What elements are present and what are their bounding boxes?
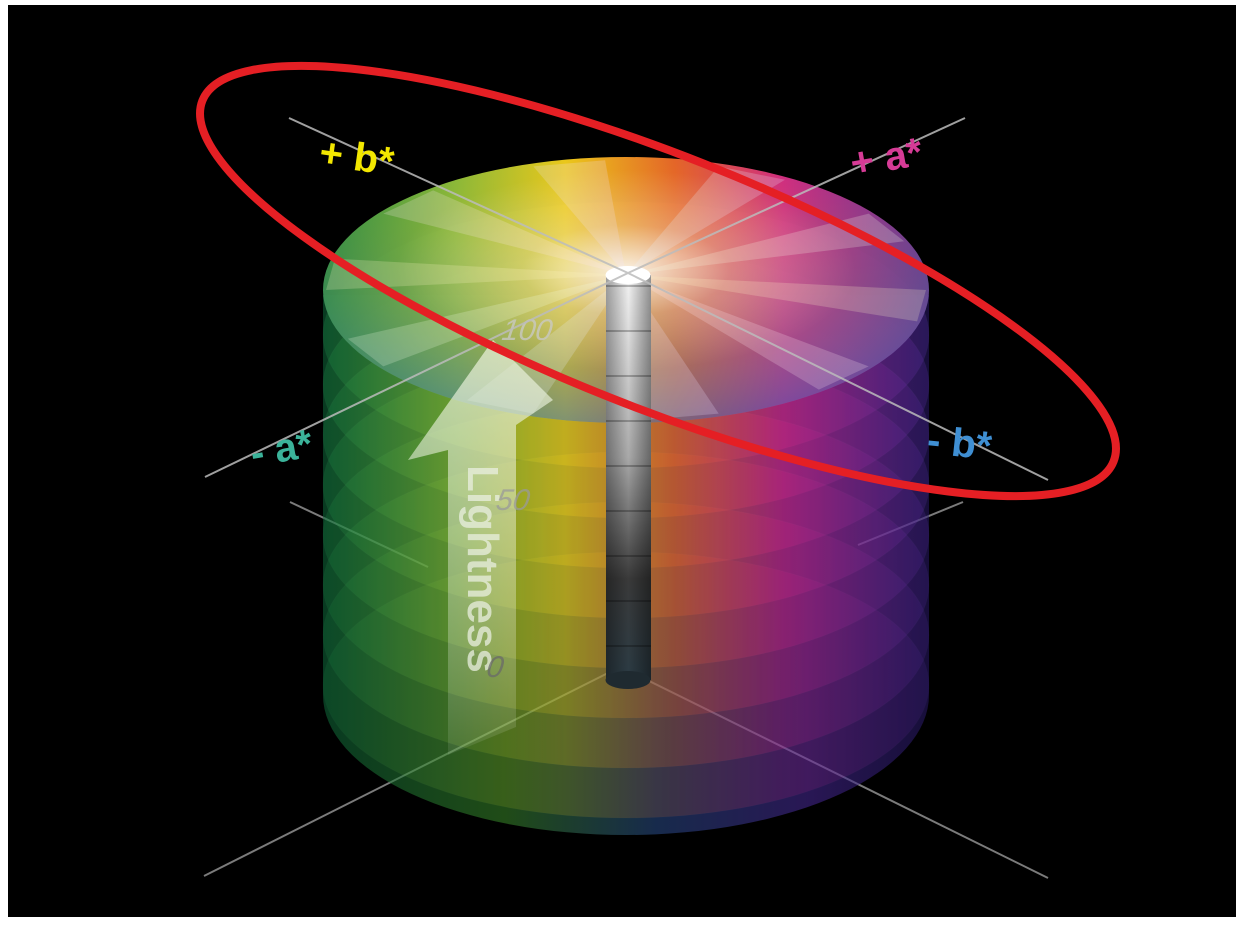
lightness-column-shade [606,275,651,680]
axis-labels: + b* + a* - a* - b* [247,130,994,476]
hue-wedge [533,160,626,275]
diagram-canvas: Lightness 100 50 0 + b* + a* - a* - b* [8,5,1236,917]
axis-label-minus-b: - b* [925,418,994,469]
lightness-column [605,266,651,689]
hue-wedge [626,213,905,275]
axis-line-plus-b [288,117,629,274]
lab-color-space-diagram: Lightness 100 50 0 + b* + a* - a* - b* [196,61,1120,879]
hue-wedge [347,275,626,367]
hue-wedge [626,166,785,275]
hue-wedge [383,190,626,275]
hue-wedge [326,258,626,290]
highlight-ellipse [196,61,1120,501]
hue-wedge [626,275,926,322]
scale-tick-50: 50 [494,484,532,517]
lightness-arrow: Lightness [408,340,553,755]
axis-line-minus-b [627,272,1049,481]
axis-lines-upper [204,117,1049,481]
scale-tick-0: 0 [485,651,507,684]
lightness-label: Lightness [458,465,507,673]
lightness-arrow-shape [408,340,553,755]
lightness-column-bottom [605,671,651,689]
axis-line-plus-a [627,117,966,274]
axis-label-plus-b: + b* [317,130,397,184]
axis-label-plus-a: + a* [847,130,926,186]
axis-label-minus-a: - a* [247,422,316,476]
axis-line-minus-a [204,272,629,478]
